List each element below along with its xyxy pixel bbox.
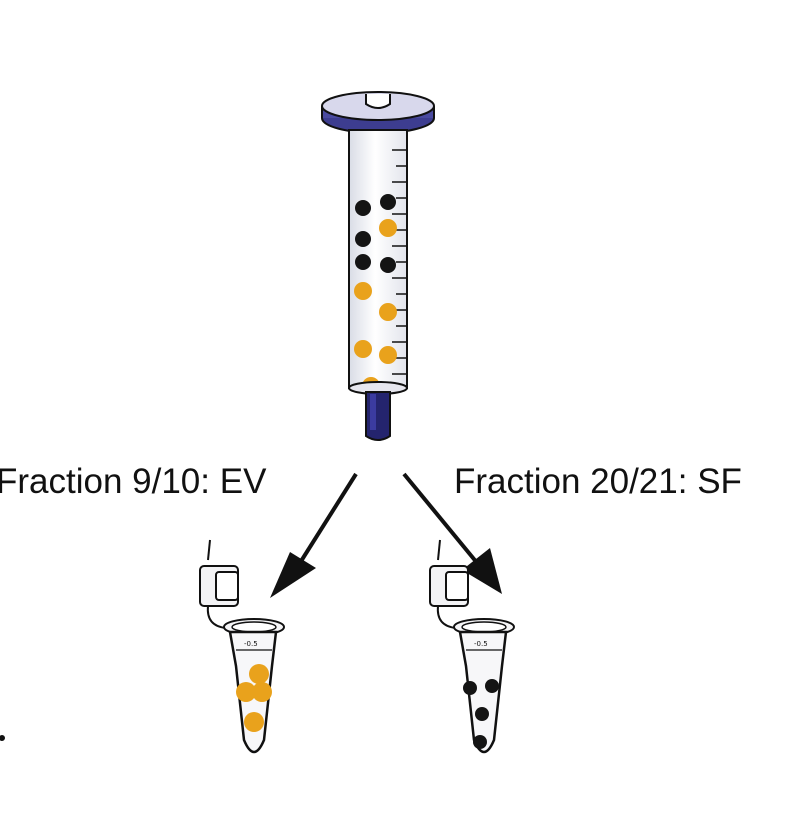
tube-lid [429,539,469,629]
arrow-to-ev-icon [270,472,358,598]
tube-lid [199,539,239,629]
column-tip [365,391,391,441]
tube-sf-particles [463,679,499,749]
column-cap [321,91,435,134]
ev-fraction-label: Fraction 9/10: EV [0,462,267,501]
sf-fraction-label: Fraction 20/21: SF [454,462,742,501]
column-sf-particles [355,194,396,273]
arrow-to-sf-icon [402,472,502,594]
ev-tube-icon: -0.5 [199,539,285,754]
stray-dot [0,735,5,741]
svg-text:-0.5: -0.5 [474,640,488,648]
sec-column-icon [321,91,435,441]
sf-tube-icon: -0.5 [429,539,515,754]
svg-text:-0.5: -0.5 [244,640,258,648]
tube-ev-particles [236,664,272,732]
graduation-marks [392,149,406,375]
